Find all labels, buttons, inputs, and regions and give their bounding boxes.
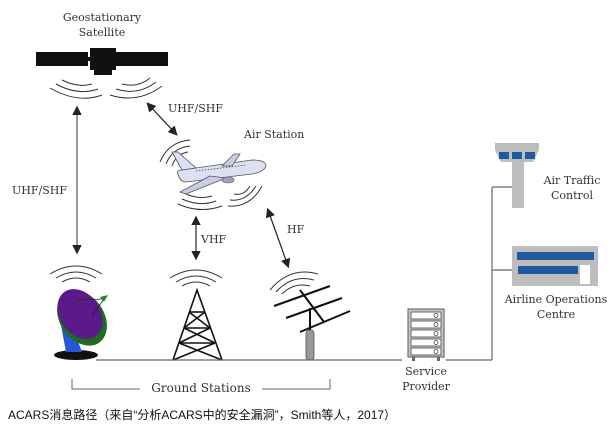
airline-ops-building-icon: [512, 246, 598, 286]
aoc-label: Airline Operations Centre: [500, 292, 612, 322]
ground-stations-label: Ground Stations: [151, 381, 251, 395]
dish-signal: [49, 265, 103, 283]
link-satellite-air: [146, 102, 178, 136]
aoc-label-line1: Airline Operations: [504, 293, 608, 306]
link-label-satellite-air: UHF/SHF: [168, 102, 223, 115]
aoc-label-line2: Centre: [536, 308, 576, 321]
link-label-vhf: VHF: [201, 233, 227, 246]
hf-antenna-icon: [273, 285, 351, 361]
radio-tower-icon: [172, 287, 223, 361]
service-provider-label: Service Provider: [396, 364, 456, 394]
airplane-icon: [171, 151, 267, 195]
ground-stations-bracket: [71, 379, 331, 390]
satellite-signal-right: [109, 77, 163, 99]
air-station-label: Air Station: [244, 128, 305, 141]
satellite-dish-icon: [54, 289, 108, 360]
network-lines: [96, 186, 512, 361]
airplane-signal: [159, 139, 263, 210]
atc-label-line1: Air Traffic: [543, 174, 601, 187]
tower-signal: [169, 269, 223, 287]
satellite-label-line1: Geostationary: [62, 11, 142, 24]
atc-label-line2: Control: [551, 189, 593, 202]
service-provider-label-line1: Service: [405, 365, 447, 378]
satellite-icon: [36, 48, 168, 75]
yagi-signal: [269, 271, 319, 295]
satellite-label: Geostationary Satellite: [52, 10, 152, 40]
server-rack-icon: [407, 308, 445, 361]
atc-label: Air Traffic Control: [530, 173, 614, 203]
atc-tower-icon: [495, 143, 539, 208]
service-provider-label-line2: Provider: [402, 380, 450, 393]
satellite-label-line2: Satellite: [78, 26, 126, 39]
link-label-satellite-ground: UHF/SHF: [12, 184, 67, 197]
link-label-hf: HF: [287, 223, 305, 236]
figure-caption: ACARS消息路径（来自“分析ACARS中的安全漏洞”，Smith等人，2017…: [8, 408, 397, 422]
satellite-signal-left: [49, 79, 103, 99]
link-air-hf: [265, 207, 291, 269]
